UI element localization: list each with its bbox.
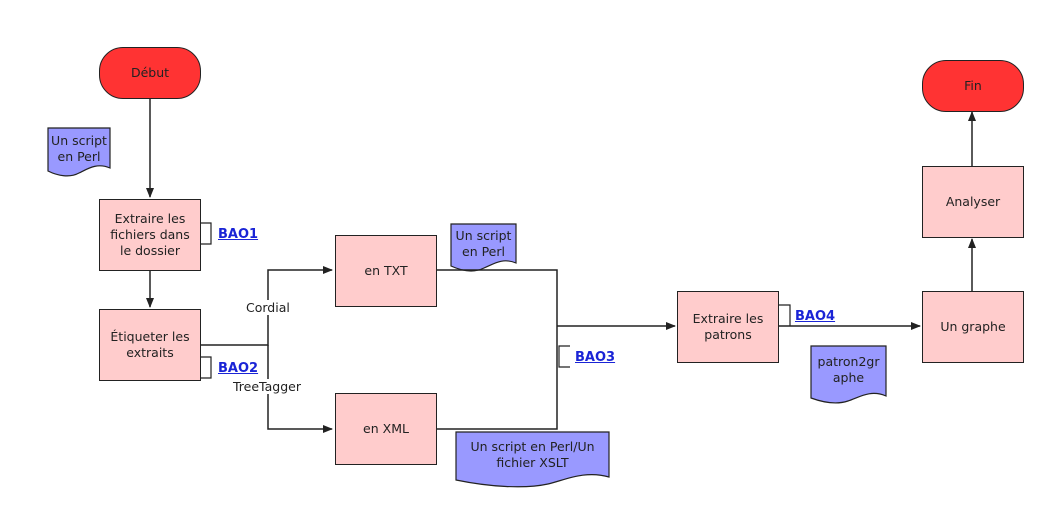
annotation-bracket-bao1 [201, 222, 212, 245]
annotation-link-bao3[interactable]: BAO3 [575, 350, 616, 365]
process-en-xml[interactable]: en XML [335, 393, 437, 465]
start-node-label: Début [130, 65, 170, 80]
annotation-bracket-bao3 [558, 345, 570, 368]
annotation-link-bao1[interactable]: BAO1 [218, 227, 259, 242]
edge-label-treetagger: TreeTagger [233, 379, 301, 394]
document-script-perl-2: Un script en Perl [451, 226, 516, 262]
document-shape-patron2graphe [810, 345, 887, 404]
process-un-graphe[interactable]: Un graphe [922, 291, 1024, 363]
process-extraire-patrons-label: Extraire les patrons [692, 311, 764, 342]
document-shape-script-perl-1 [47, 127, 111, 177]
process-extraire-fichiers-label: Extraire les fichiers dans le dossier [110, 211, 190, 258]
document-script-perl-1: Un script en Perl [48, 130, 110, 168]
process-analyser-label: Analyser [945, 194, 1001, 209]
end-node[interactable]: Fin [922, 60, 1024, 112]
edge-txt-to-merge [436, 269, 558, 430]
start-node[interactable]: Début [99, 47, 201, 99]
document-script-perl-xslt-label: Un script en Perl/Un fichier XSLT [470, 439, 595, 470]
process-extraire-fichiers[interactable]: Extraire les fichiers dans le dossier [99, 199, 201, 271]
annotation-link-bao4[interactable]: BAO4 [795, 309, 836, 324]
process-un-graphe-label: Un graphe [940, 319, 1006, 334]
document-patron2graphe-label: patron2graphe [817, 354, 880, 385]
annotation-bracket-bao4 [779, 304, 791, 326]
annotation-link-bao2[interactable]: BAO2 [218, 361, 259, 376]
process-en-txt-label: en TXT [364, 263, 408, 278]
edge-label-cordial: Cordial [246, 300, 290, 315]
document-script-perl-xslt: Un script en Perl/Un fichier XSLT [456, 434, 609, 476]
process-en-xml-label: en XML [363, 421, 409, 436]
document-shape-script-perl-2 [450, 223, 517, 272]
process-en-txt[interactable]: en TXT [335, 235, 437, 307]
document-script-perl-2-label: Un script en Perl [455, 228, 512, 259]
document-shape-script-perl-xslt [455, 431, 610, 488]
process-etiqueter[interactable]: Étiqueter les extraits [99, 309, 201, 381]
document-script-perl-1-label: Un script en Perl [51, 133, 107, 164]
process-extraire-patrons[interactable]: Extraire les patrons [677, 291, 779, 363]
document-patron2graphe: patron2graphe [811, 348, 886, 392]
process-analyser[interactable]: Analyser [922, 166, 1024, 238]
annotation-bracket-bao2 [201, 356, 212, 379]
edge-etiqueter-to-xml [267, 345, 333, 433]
process-etiqueter-label: Étiqueter les extraits [110, 329, 190, 360]
end-node-label: Fin [964, 78, 982, 93]
